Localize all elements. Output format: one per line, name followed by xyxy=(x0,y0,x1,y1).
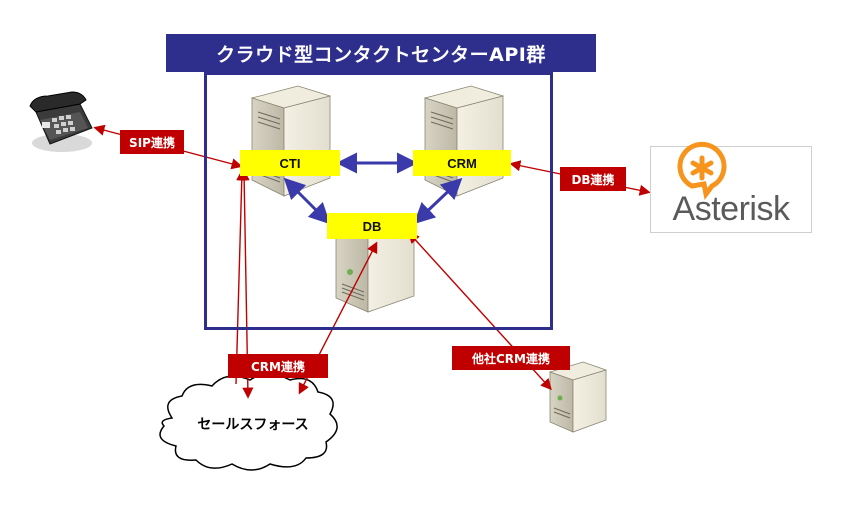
node-label-cti: CTI xyxy=(240,150,340,176)
arrow-cti-db xyxy=(283,177,331,225)
link-label-sip: SIP連携 xyxy=(120,130,184,154)
asterisk-logo xyxy=(677,141,727,200)
cloud-icon xyxy=(159,373,338,471)
asterisk-logo-box xyxy=(650,146,812,233)
cloud-label: セールスフォース xyxy=(197,417,309,433)
blue-connectors xyxy=(283,152,463,225)
server-icon-other-crm xyxy=(548,361,608,433)
api-group-frame xyxy=(204,72,553,330)
arrow-cti-cloud-2 xyxy=(235,169,248,385)
link-label-other-crm: 他社CRM連携 xyxy=(452,346,570,370)
asterisk-logo-text: Asterisk xyxy=(672,190,790,228)
node-label-crm: CRM xyxy=(413,150,511,176)
diagram-title: クラウド型コンタクトセンターAPI群 xyxy=(166,34,596,72)
telephone-icon xyxy=(29,91,93,152)
node-label-db: DB xyxy=(327,213,417,239)
link-label-crm: CRM連携 xyxy=(228,354,328,378)
arrow-crm-db xyxy=(413,177,463,225)
link-label-db: DB連携 xyxy=(560,167,626,191)
